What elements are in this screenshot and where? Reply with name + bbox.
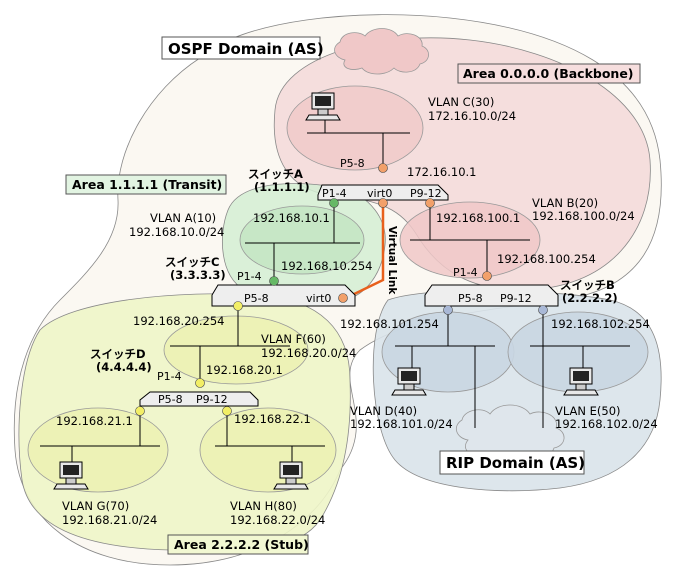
vlan-a-circle (239, 205, 365, 275)
vlan-d-name: VLAN D(40) (350, 404, 417, 418)
backbone-area-label-box (457, 63, 641, 84)
port-d-f (195, 378, 205, 388)
port-c-a (269, 276, 279, 286)
switch-c-port-1: P1-4 (237, 270, 262, 283)
port-d-g (135, 406, 145, 416)
ospf-domain-label-box (161, 36, 321, 60)
cloud-icon-top (334, 28, 429, 75)
vlan-d-net: 192.168.101.0/24 (350, 417, 453, 431)
ip-b-d: 192.168.101.254 (340, 317, 439, 331)
port-a-virt (378, 198, 388, 208)
vlan-f-name: VLAN F(60) (261, 332, 326, 346)
ip-d-g: 192.168.21.1 (56, 414, 133, 428)
vlan-a-net: 192.168.10.0/24 (129, 225, 224, 239)
vlan-a-name: VLAN A(10) (150, 211, 216, 225)
switch-b-id: (2.2.2.2) (562, 291, 618, 305)
backbone-area-label: Area 0.0.0.0 (Backbone) (463, 66, 634, 81)
port-a-b (425, 198, 435, 208)
ip-b-b: 192.168.100.254 (497, 252, 596, 266)
ip-a-b: 192.168.100.1 (436, 211, 520, 225)
stub-area-label-box (167, 534, 309, 555)
switch-a-port-1: P1-4 (322, 187, 347, 200)
switch-c-id: (3.3.3.3) (170, 268, 226, 282)
switch-a-port-58: P5-8 (340, 157, 365, 170)
port-c-f (233, 301, 243, 311)
vlan-b-name: VLAN B(20) (532, 196, 598, 210)
rip-domain-label-box (439, 450, 585, 475)
switch-d-port-3: P9-12 (196, 393, 228, 406)
ip-c-f: 192.168.20.254 (133, 314, 224, 328)
switch-d-port-2: P5-8 (158, 393, 183, 406)
vlan-e-net: 192.168.102.0/24 (555, 417, 658, 431)
vlan-h-name: VLAN H(80) (230, 499, 297, 513)
vlan-g-name: VLAN G(70) (62, 499, 129, 513)
switch-a-name: スイッチA (248, 167, 303, 181)
port-a-c (378, 163, 388, 173)
switch-b-port-2: P5-8 (458, 292, 483, 305)
ospf-domain-label: OSPF Domain (AS) (168, 40, 324, 58)
ip-a-c: 172.16.10.1 (407, 165, 477, 179)
transit-area-label-box (65, 174, 227, 195)
port-d-h (222, 406, 232, 416)
switch-a-id: (1.1.1.1) (254, 180, 310, 194)
vlan-e-name: VLAN E(50) (555, 404, 621, 418)
switch-d (139, 391, 259, 407)
switch-a-port-2: virt0 (367, 187, 392, 200)
port-a-a (329, 198, 339, 208)
vlan-h-net: 192.168.22.0/24 (230, 513, 325, 527)
vlan-b-net: 192.168.100.0/24 (532, 209, 635, 223)
ip-a-a: 192.168.10.1 (253, 211, 330, 225)
switch-b (424, 284, 559, 307)
vlan-f-net: 192.168.20.0/24 (261, 346, 356, 360)
switch-b-port-1: P1-4 (453, 266, 478, 279)
switch-c-port-3: virt0 (306, 292, 331, 305)
port-b-e (538, 305, 548, 315)
port-b-b (482, 271, 492, 281)
vlan-c-net: 172.16.10.0/24 (428, 109, 516, 123)
rip-domain-label: RIP Domain (AS) (446, 454, 585, 472)
port-c-virt (338, 293, 348, 303)
virtual-link-label: Virtual Link (386, 226, 398, 295)
ip-c-a: 192.168.10.254 (281, 259, 372, 273)
switch-a (317, 184, 449, 201)
vlan-c-name: VLAN C(30) (428, 95, 494, 109)
ip-d-f: 192.168.20.1 (206, 363, 283, 377)
switch-d-id: (4.4.4.4) (96, 360, 152, 374)
transit-area-label: Area 1.1.1.1 (Transit) (72, 177, 222, 192)
virtual-link-line (345, 203, 385, 300)
switch-b-name: スイッチB (560, 278, 615, 292)
port-b-d (443, 305, 453, 315)
switch-a-port-3: P9-12 (410, 187, 442, 200)
switch-b-port-3: P9-12 (500, 292, 532, 305)
ip-d-h: 192.168.22.1 (234, 412, 311, 426)
switch-c-name: スイッチC (165, 255, 219, 269)
ip-b-e: 192.168.102.254 (551, 317, 650, 331)
switch-d-name: スイッチD (90, 347, 146, 361)
switch-c-port-2: P5-8 (244, 292, 269, 305)
lan-lines (40, 118, 630, 464)
switch-d-port-1: P1-4 (157, 370, 182, 383)
stub-area-label: Area 2.2.2.2 (Stub) (174, 537, 309, 552)
switch-c (211, 284, 356, 307)
vlan-g-net: 192.168.21.0/24 (62, 513, 157, 527)
